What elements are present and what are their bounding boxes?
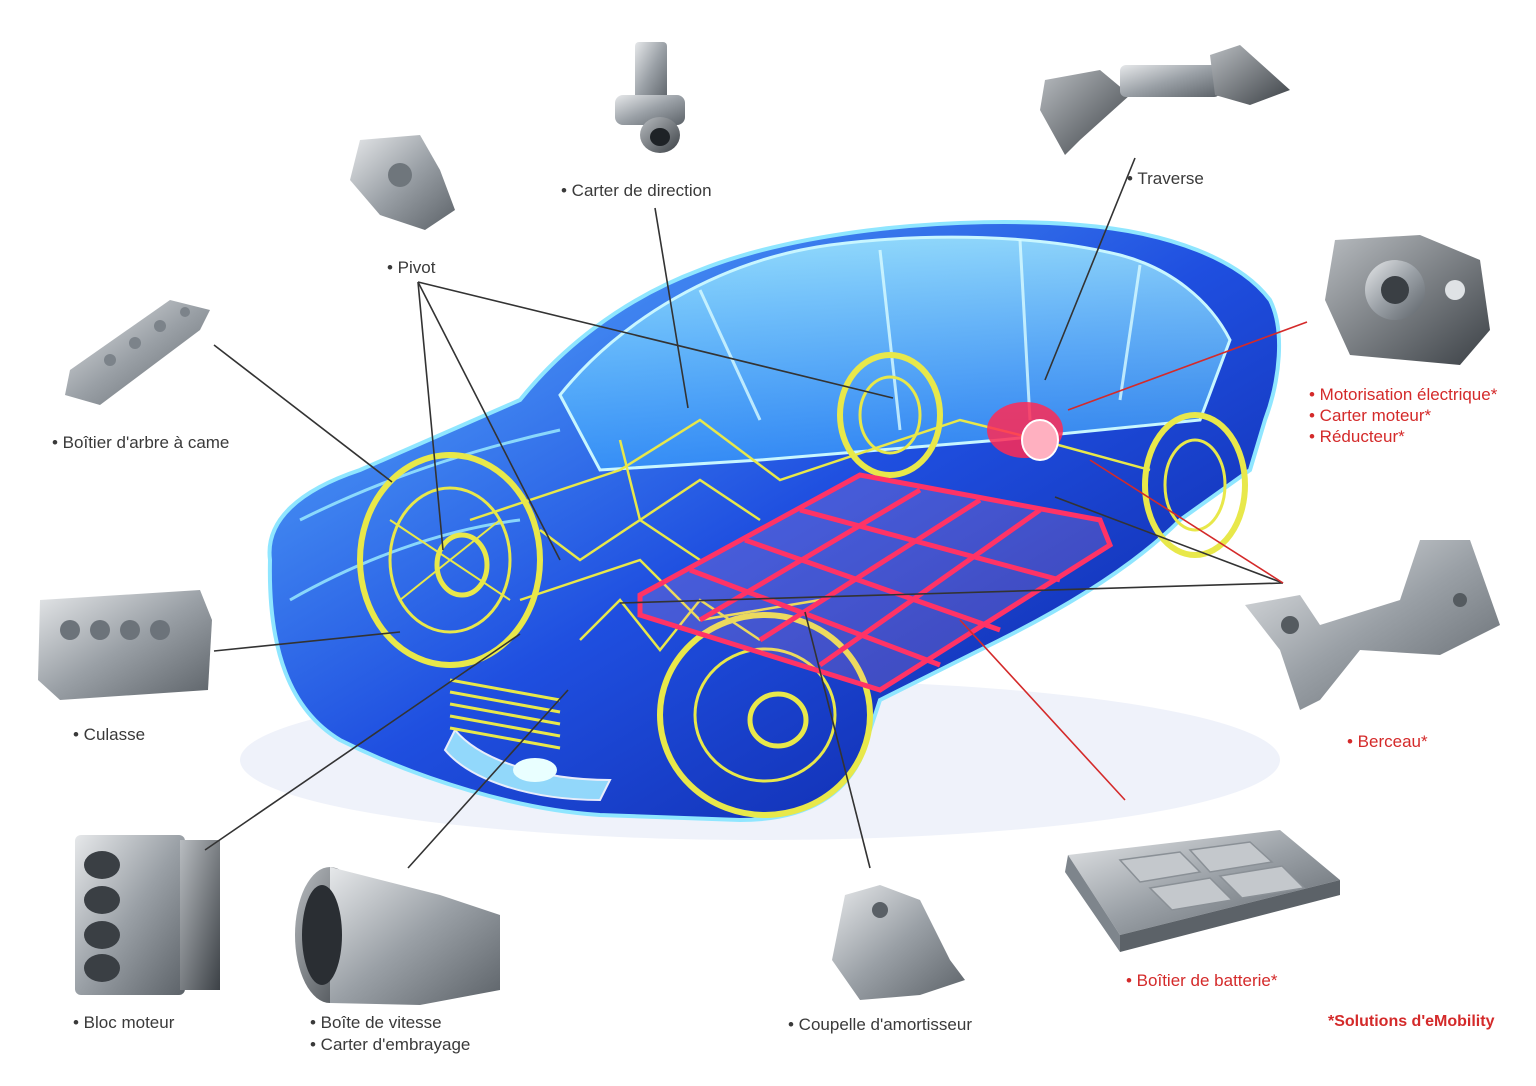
boitier-arbre-a-came-part [65, 300, 210, 405]
label-pivot: • Pivot [387, 258, 436, 277]
motorisation-electrique-part [1325, 235, 1490, 365]
battery-frame [637, 472, 1114, 693]
label-boitier-arbre-a-came: • Boîtier d'arbre à came [52, 433, 230, 452]
label-culasse: • Culasse [73, 725, 146, 744]
label-carter-moteur: • Carter moteur* [1309, 406, 1432, 425]
boite-de-vitesse-part [295, 867, 500, 1005]
bloc-moteur-part [75, 835, 220, 995]
electric-motor [987, 402, 1063, 461]
culasse-part [38, 590, 212, 700]
rear-wheel-left [837, 352, 943, 478]
label-bloc-moteur: • Bloc moteur [73, 1013, 175, 1032]
pivot-part [350, 135, 455, 230]
radiator-grille [449, 678, 561, 750]
label-boite-de-vitesse: • Boîte de vitesse [310, 1013, 442, 1032]
coupelle-amortisseur-part [832, 885, 965, 1000]
label-reducteur: • Réducteur* [1309, 427, 1405, 446]
footnote-emobility: *Solutions d'eMobility [1328, 1013, 1495, 1030]
label-carter-embrayage: • Carter d'embrayage [310, 1035, 471, 1054]
rear-wheel-right [1142, 412, 1248, 558]
berceau-part [1245, 540, 1500, 710]
front-wheel-left [357, 452, 543, 668]
front-wheel-right [657, 612, 873, 818]
label-motorisation-electrique: • Motorisation électrique* [1309, 385, 1498, 404]
chassis-frame [469, 418, 1151, 653]
label-boitier-de-batterie: • Boîtier de batterie* [1126, 971, 1278, 990]
label-carter-de-direction: • Carter de direction [561, 181, 712, 200]
boitier-de-batterie-part [1065, 830, 1340, 952]
leader-lines [204, 157, 1308, 869]
car-xray-illustration [240, 220, 1282, 840]
carter-de-direction-part [615, 42, 685, 153]
label-coupelle-amortisseur: • Coupelle d'amortisseur [788, 1015, 973, 1034]
label-berceau: • Berceau* [1347, 732, 1428, 751]
label-traverse: • Traverse [1127, 169, 1204, 188]
traverse-part [1040, 45, 1290, 155]
